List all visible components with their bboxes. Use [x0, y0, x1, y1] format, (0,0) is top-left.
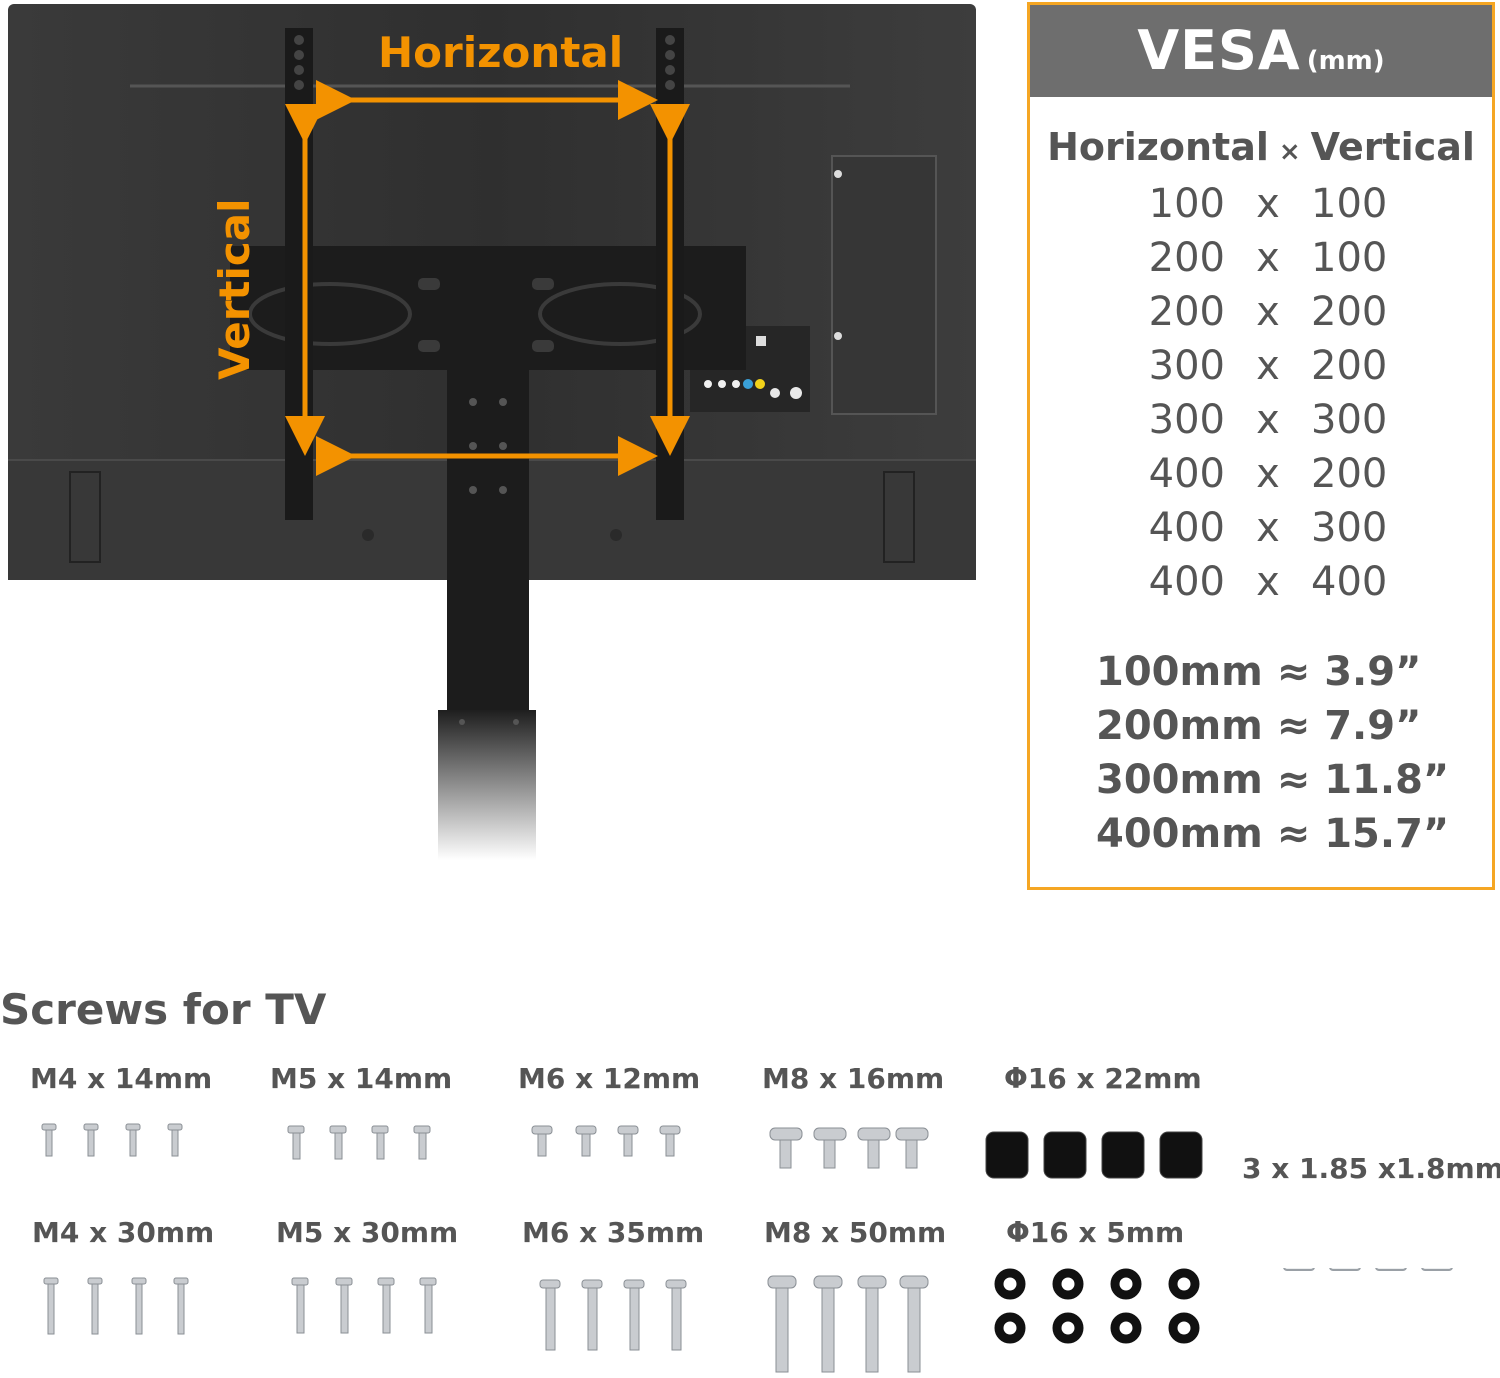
screws-m4-30: [43, 1277, 189, 1335]
screw-label-m4-14: M4 x 14mm: [30, 1062, 213, 1095]
vesa-col-vertical: Vertical: [1310, 125, 1475, 169]
screws-title: Screws for TV: [0, 985, 327, 1034]
screw-label-m4-30: M4 x 30mm: [32, 1216, 215, 1249]
vesa-size-row: 400 x 400: [1030, 559, 1492, 613]
size-vertical: 400: [1311, 559, 1388, 605]
screw-label-m6-12: M6 x 12mm: [518, 1062, 701, 1095]
vesa-unit: (mm): [1306, 46, 1385, 76]
horizontal-label: Horizontal: [378, 28, 624, 77]
washer-label-16-5: Φ16 x 5mm: [1006, 1216, 1185, 1249]
times-sign: ×: [1278, 137, 1301, 167]
size-separator: x: [1256, 559, 1280, 605]
brackets-3-185: [1283, 1268, 1453, 1271]
size-separator: x: [1256, 181, 1280, 227]
size-vertical: 200: [1311, 451, 1388, 497]
size-horizontal: 200: [1148, 289, 1225, 335]
screws-m8-50: [767, 1275, 929, 1373]
vesa-col-horizontal: Horizontal: [1047, 125, 1269, 169]
size-horizontal: 300: [1148, 343, 1225, 389]
vesa-title: VESA: [1137, 19, 1301, 82]
screws-m5-30: [291, 1277, 437, 1334]
size-horizontal: 200: [1148, 235, 1225, 281]
screw-label-m6-35: M6 x 35mm: [522, 1216, 705, 1249]
screw-label-m5-14: M5 x 14mm: [270, 1062, 453, 1095]
vesa-column-header: Horizontal × Vertical: [1030, 125, 1492, 169]
vesa-header: VESA(mm): [1030, 5, 1492, 97]
conversion-row: 300mm ≈ 11.8”: [1096, 757, 1450, 803]
screws-m8-16: [769, 1127, 929, 1169]
vesa-size-row: 300 x 200: [1030, 343, 1492, 397]
size-vertical: 200: [1311, 289, 1388, 335]
vertical-rail-left: [285, 28, 313, 520]
screw-label-m5-30: M5 x 30mm: [276, 1216, 459, 1249]
vertical-label: Vertical: [210, 198, 259, 380]
size-separator: x: [1256, 505, 1280, 551]
screws-m6-12: [531, 1125, 681, 1157]
tv-side-panel: [831, 155, 937, 415]
size-separator: x: [1256, 235, 1280, 281]
conversion-row: 200mm ≈ 7.9”: [1096, 703, 1422, 749]
size-vertical: 100: [1311, 235, 1388, 281]
size-vertical: 200: [1311, 343, 1388, 389]
vesa-panel: VESA(mm) Horizontal × Vertical 100 x 100 200…: [1027, 2, 1495, 890]
size-vertical: 300: [1311, 505, 1388, 551]
vesa-size-row: 400 x 300: [1030, 505, 1492, 559]
size-horizontal: 400: [1148, 505, 1225, 551]
size-separator: x: [1256, 343, 1280, 389]
vesa-size-row: 200 x 200: [1030, 289, 1492, 343]
vesa-size-row: 400 x 200: [1030, 451, 1492, 505]
bracket-label-3-185: 3 x 1.85 x1.8mm: [1242, 1152, 1500, 1185]
screw-label-m8-16: M8 x 16mm: [762, 1062, 945, 1095]
size-horizontal: 100: [1148, 181, 1225, 227]
size-separator: x: [1256, 289, 1280, 335]
conversion-row: 400mm ≈ 15.7”: [1096, 811, 1450, 857]
screws-m6-35: [539, 1279, 687, 1351]
screw-label-m8-50: M8 x 50mm: [764, 1216, 947, 1249]
size-vertical: 100: [1311, 181, 1388, 227]
screw-illustrations-row2: [43, 1268, 1453, 1373]
spacer-label-16-22: Φ16 x 22mm: [1004, 1062, 1202, 1095]
size-horizontal: 400: [1148, 559, 1225, 605]
size-separator: x: [1256, 451, 1280, 497]
screws-m5-14: [287, 1125, 431, 1160]
tv-back-illustration: [8, 4, 976, 860]
vesa-size-row: 100 x 100: [1030, 181, 1492, 235]
size-separator: x: [1256, 397, 1280, 443]
vesa-size-row: 300 x 300: [1030, 397, 1492, 451]
size-horizontal: 400: [1148, 451, 1225, 497]
size-vertical: 300: [1311, 397, 1388, 443]
vesa-conversion-list: 100mm ≈ 3.9” 200mm ≈ 7.9” 300mm ≈ 11.8” …: [1030, 649, 1492, 865]
washers-16-5: [994, 1268, 1200, 1344]
conversion-row: 100mm ≈ 3.9”: [1096, 649, 1422, 695]
spacers-16-22: [985, 1131, 1203, 1179]
screws-m4-14: [41, 1123, 183, 1157]
screw-illustrations-row1: [41, 1123, 1203, 1179]
vesa-size-row: 200 x 100: [1030, 235, 1492, 289]
size-horizontal: 300: [1148, 397, 1225, 443]
dimension-arrows: [285, 80, 690, 476]
